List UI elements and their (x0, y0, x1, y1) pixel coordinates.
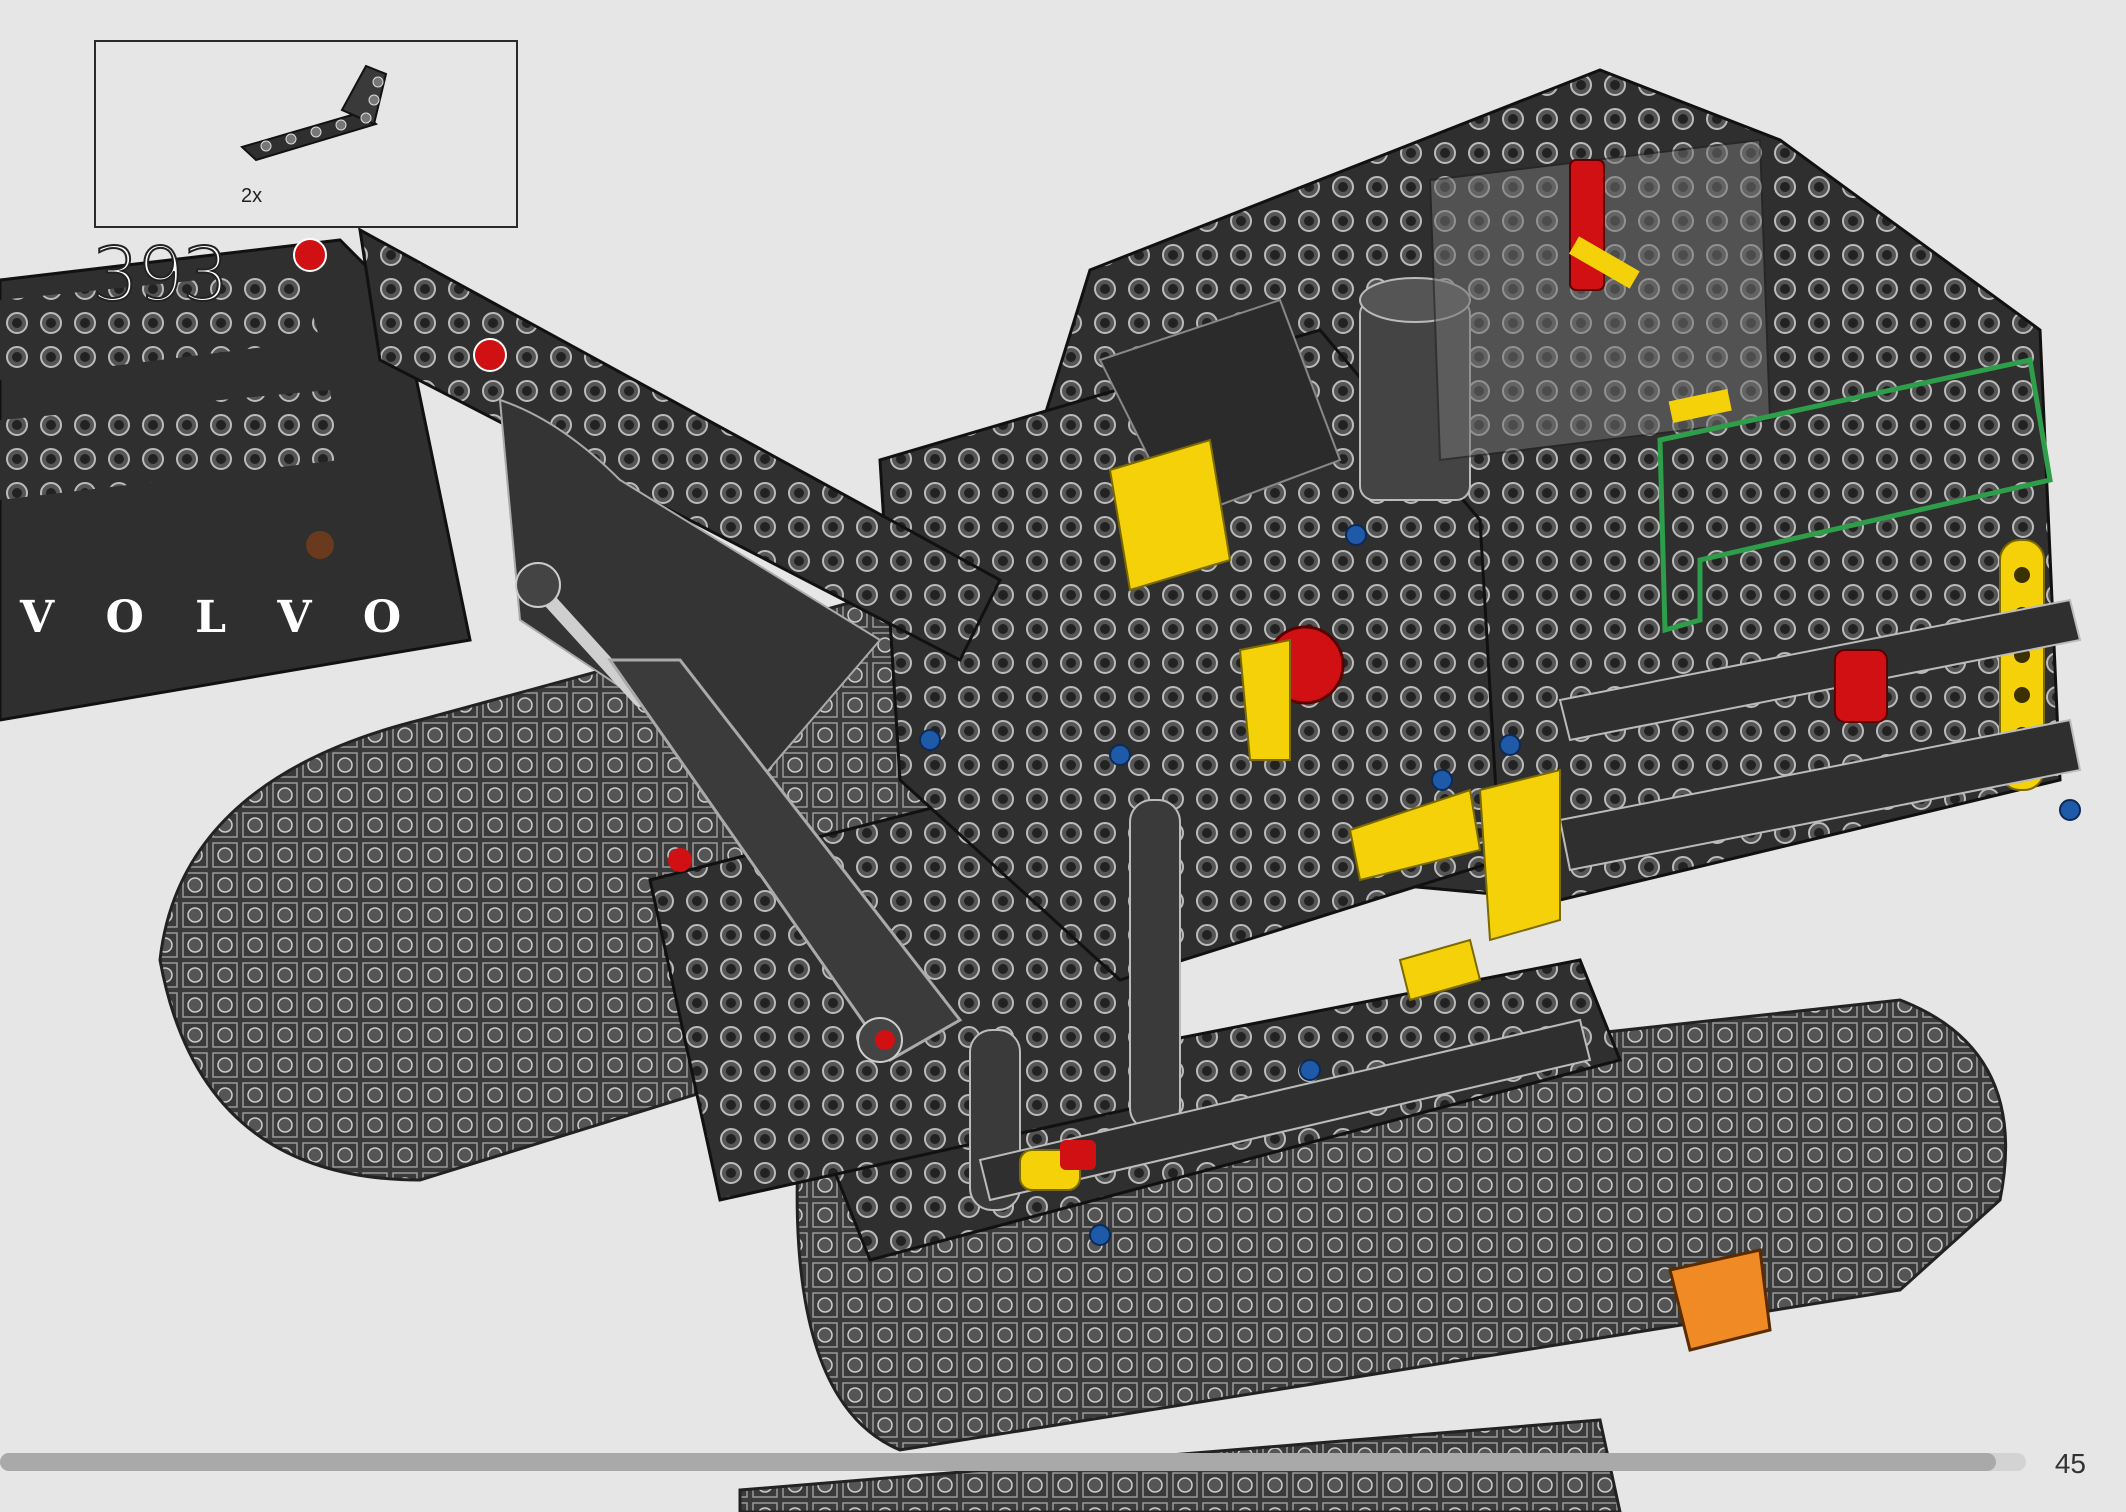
part-count-label: 2x (241, 185, 263, 207)
page-number: 45 (2054, 1448, 2086, 1479)
color-details (319, 159, 2081, 1352)
step-number: 393 (91, 232, 230, 318)
parts-callout: 2x (94, 40, 518, 228)
progress-bar (0, 1453, 2026, 1471)
progress-bar-fill (0, 1453, 1996, 1471)
hydraulic-cylinder (515, 562, 963, 1063)
boom-arm: V O L V O (0, 227, 1002, 782)
technic-l-beam-icon (240, 64, 388, 162)
volvo-logo: V O L V O (19, 592, 419, 643)
